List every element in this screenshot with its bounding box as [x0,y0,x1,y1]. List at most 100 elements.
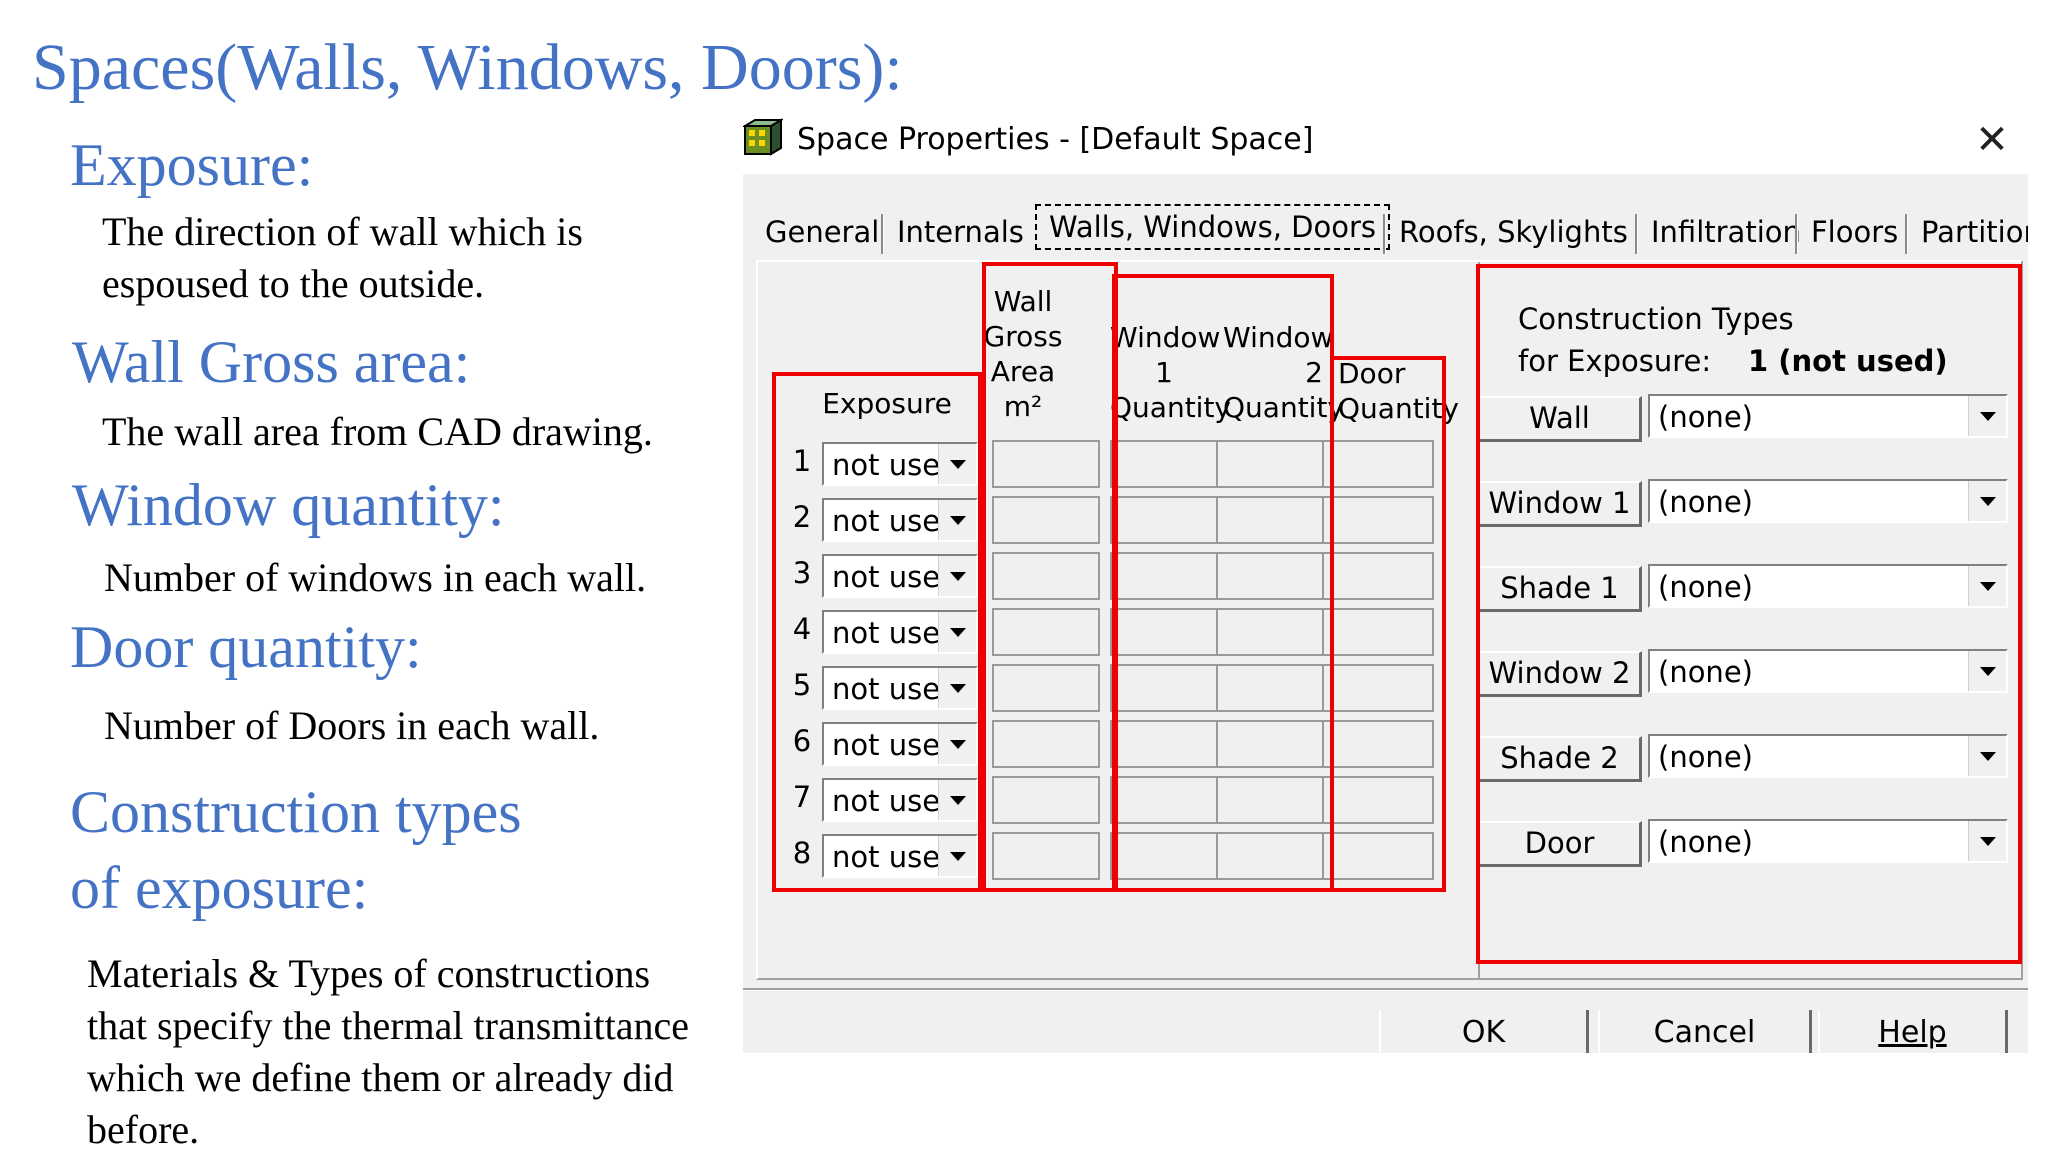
door-quantity-cell[interactable] [1322,440,1434,488]
exposure-select-8[interactable]: not used [822,834,978,878]
door-quantity-cell[interactable] [1322,720,1434,768]
wall-area-cell[interactable] [992,608,1100,656]
tab-partitions[interactable]: Partitions [1921,215,2028,249]
construction-value: (none) [1658,655,1753,689]
chevron-down-icon[interactable] [1968,481,2006,521]
door-quantity-cell[interactable] [1322,832,1434,880]
window-1-quantity-cell[interactable] [1110,832,1218,880]
window-2-quantity-cell[interactable] [1216,496,1324,544]
row-number: 2 [792,500,812,534]
slide-title: Spaces(Walls, Windows, Doors): [32,31,903,104]
window-1-quantity-cell[interactable] [1110,608,1218,656]
tab-internals[interactable]: Internals [897,215,1024,249]
header-window-1-quantity: Window 1 Quantity [1110,320,1231,425]
text-line: The wall area from CAD drawing. [102,409,653,454]
shade-1-construction-button[interactable]: Shade 1 [1478,566,1642,612]
shade-2-construction-select[interactable]: (none) [1648,734,2008,778]
shade-1-construction-select[interactable]: (none) [1648,564,2008,608]
wall-area-cell[interactable] [992,720,1100,768]
window-1-quantity-cell[interactable] [1110,440,1218,488]
door-construction-select[interactable]: (none) [1648,819,2008,863]
wall-construction-select[interactable]: (none) [1648,394,2008,438]
row-number: 4 [792,612,812,646]
door-quantity-cell[interactable] [1322,776,1434,824]
tab-walls-windows-doors[interactable]: Walls, Windows, Doors [1035,204,1390,250]
chevron-down-icon[interactable] [938,500,976,540]
exposure-select-4[interactable]: not used [822,610,978,654]
header-window-2-quantity: Window 2 Quantity [1223,320,1344,425]
door-quantity-cell[interactable] [1322,552,1434,600]
exposure-select-3[interactable]: not used [822,554,978,598]
wall-area-cell[interactable] [992,496,1100,544]
exposure-value: not used [832,504,959,538]
wall-area-cell[interactable] [992,664,1100,712]
window-2-quantity-cell[interactable] [1216,664,1324,712]
wall-area-cell[interactable] [992,440,1100,488]
row-number: 3 [792,556,812,590]
window-1-quantity-cell[interactable] [1110,720,1218,768]
exposure-select-7[interactable]: not used [822,778,978,822]
door-quantity-cell[interactable] [1322,496,1434,544]
exposure-value: not used [832,840,959,874]
door-quantity-cell[interactable] [1322,608,1434,656]
window-2-construction-button[interactable]: Window 2 [1478,651,1642,697]
wall-area-cell[interactable] [992,832,1100,880]
chevron-down-icon[interactable] [938,724,976,764]
chevron-down-icon[interactable] [938,444,976,484]
heading-line: Construction types [70,779,522,845]
exposure-select-1[interactable]: not used [822,442,978,486]
window-2-quantity-cell[interactable] [1216,608,1324,656]
exposure-number-value: 1 (not used) [1748,344,1948,378]
for-exposure-label: for Exposure: [1518,344,1712,378]
tab-roofs-skylights[interactable]: Roofs, Skylights [1399,215,1628,249]
construction-types-description: Materials & Types of constructions that … [87,948,689,1152]
shade-2-construction-button[interactable]: Shade 2 [1478,736,1642,782]
window-1-construction-button[interactable]: Window 1 [1478,481,1642,527]
text-line: The direction of wall which is [102,209,583,254]
wall-construction-button[interactable]: Wall [1478,396,1642,442]
window-2-quantity-cell[interactable] [1216,776,1324,824]
chevron-down-icon[interactable] [938,836,976,876]
wall-area-cell[interactable] [992,552,1100,600]
chevron-down-icon[interactable] [938,556,976,596]
tab-floors[interactable]: Floors [1811,215,1899,249]
chevron-down-icon[interactable] [1968,396,2006,436]
chevron-down-icon[interactable] [1968,821,2006,861]
exposure-select-5[interactable]: not used [822,666,978,710]
help-button[interactable]: Help [1818,1010,2008,1053]
chevron-down-icon[interactable] [1968,651,2006,691]
chevron-down-icon[interactable] [1968,566,2006,606]
exposure-value: not used [832,448,959,482]
wall-area-cell[interactable] [992,776,1100,824]
window-1-quantity-cell[interactable] [1110,776,1218,824]
window-2-construction-select[interactable]: (none) [1648,649,2008,693]
tab-general[interactable]: General [765,215,880,249]
ok-button[interactable]: OK [1379,1010,1589,1053]
window-2-quantity-cell[interactable] [1216,832,1324,880]
chevron-down-icon[interactable] [938,612,976,652]
exposure-value: not used [832,560,959,594]
tab-separator [881,214,884,254]
window-2-quantity-cell[interactable] [1216,440,1324,488]
window-1-quantity-cell[interactable] [1110,496,1218,544]
door-quantity-cell[interactable] [1322,664,1434,712]
window-1-construction-select[interactable]: (none) [1648,479,2008,523]
close-icon[interactable]: ✕ [1975,117,2009,163]
text-line: Number of Doors in each wall. [104,703,600,748]
tab-infiltration[interactable]: Infiltration [1651,215,1801,249]
row-number: 1 [792,444,812,478]
exposure-select-2[interactable]: not used [822,498,978,542]
cancel-button[interactable]: Cancel [1598,1010,1812,1053]
heading-construction-types: Construction types of exposure: [70,774,522,926]
exposure-value: not used [832,616,959,650]
exposure-select-6[interactable]: not used [822,722,978,766]
chevron-down-icon[interactable] [1968,736,2006,776]
chevron-down-icon[interactable] [938,780,976,820]
window-2-quantity-cell[interactable] [1216,552,1324,600]
header-line: Quantity [1223,391,1344,424]
window-1-quantity-cell[interactable] [1110,552,1218,600]
window-1-quantity-cell[interactable] [1110,664,1218,712]
door-construction-button[interactable]: Door [1478,821,1642,867]
chevron-down-icon[interactable] [938,668,976,708]
window-2-quantity-cell[interactable] [1216,720,1324,768]
